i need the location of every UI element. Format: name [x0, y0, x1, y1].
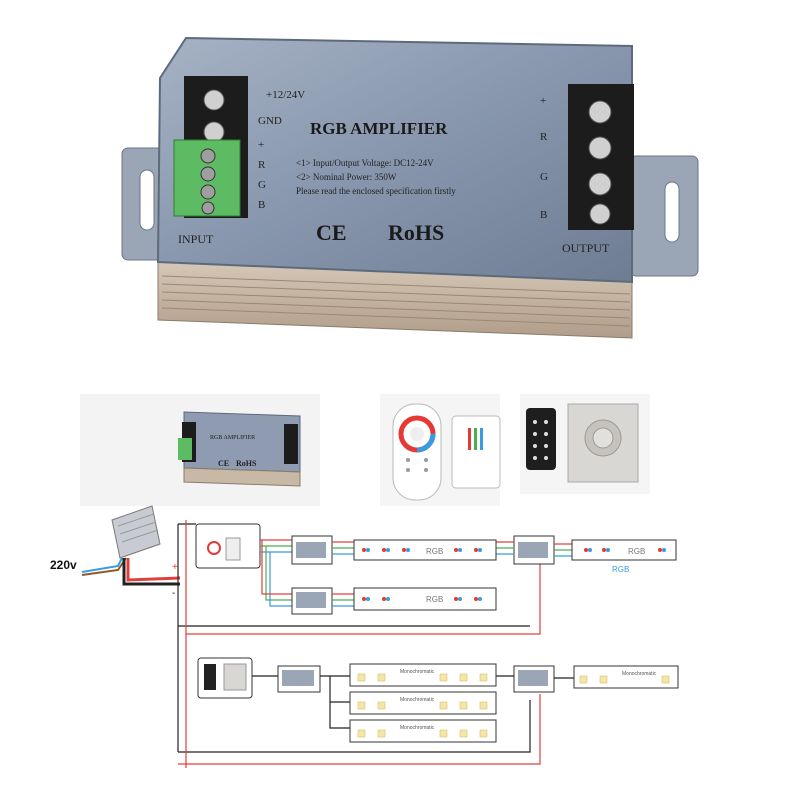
wiring-diagram: 220v + - RGB RGB RGB RG — [50, 505, 679, 768]
spec-line-3: Please read the enclosed specification f… — [296, 186, 456, 196]
rgb-strip-2 — [353, 587, 497, 611]
amplifier-thumbnail: RGB AMPLIFIER CE RoHS — [80, 394, 320, 506]
thumb-amp-rohs: RoHS — [236, 459, 257, 468]
output-label-r: R — [540, 131, 548, 143]
flange-slot-left — [139, 169, 155, 231]
thumbnail-strip: RGB AMPLIFIER CE RoHS — [80, 394, 650, 506]
flange-slot-right — [664, 181, 680, 243]
rohs-mark: RoHS — [388, 220, 444, 245]
rgb-strip-3 — [571, 539, 677, 561]
terminal-label-12-24v: +12/24V — [266, 89, 305, 101]
rgb-strip-3-label: RGB — [628, 547, 645, 556]
spec-line-1: <1> Input/Output Voltage: DC12-24V — [296, 158, 434, 168]
amplifier-photo: +12/24V GND + R G B RGB AMPLIFIER <1> In… — [121, 36, 699, 339]
terminal-label-b: B — [258, 199, 265, 211]
mono-strip-1-label: Monochromatic — [400, 669, 435, 675]
dimmer-remote-thumbnail — [520, 394, 650, 494]
spec-line-2: <2> Nominal Power: 350W — [296, 172, 397, 182]
thumb-amp-title: RGB AMPLIFIER — [210, 435, 255, 441]
thumb-amp-ce: CE — [218, 459, 229, 468]
case-top — [156, 36, 633, 284]
rgb-remote-thumbnail — [380, 394, 501, 506]
mono-strip-1 — [349, 663, 497, 687]
terminal-label-g: G — [258, 179, 266, 191]
mono-strip-3-label: Monochromatic — [400, 725, 435, 731]
rgb-strip-1 — [353, 539, 497, 561]
mono-strip-4-label: Monochromatic — [622, 671, 657, 677]
rgb-strip-2-label: RGB — [426, 595, 443, 604]
output-label-g: G — [540, 171, 548, 183]
rgb-strip-1-label: RGB — [426, 547, 443, 556]
psu-minus-label: - — [172, 588, 175, 599]
mono-strip-3 — [349, 719, 497, 743]
mono-led-dots — [357, 673, 670, 738]
output-label-plus: + — [540, 95, 546, 107]
input-label: INPUT — [178, 232, 214, 246]
terminal-label-plus: + — [258, 139, 264, 151]
power-supply — [111, 505, 161, 559]
rgb-strip-3-sublabel: RGB — [612, 565, 629, 574]
output-label: OUTPUT — [562, 241, 610, 255]
output-label-b: B — [540, 209, 547, 221]
psu-plus-label: + — [172, 562, 178, 573]
mono-strip-2-label: Monochromatic — [400, 697, 435, 703]
mains-voltage-label: 220v — [50, 558, 77, 572]
device-title: RGB AMPLIFIER — [310, 119, 448, 138]
ce-mark: CE — [316, 220, 347, 245]
terminal-label-r: R — [258, 159, 266, 171]
terminal-label-gnd: GND — [258, 115, 282, 127]
mono-strip-2 — [349, 691, 497, 715]
mounting-flange-right — [629, 155, 699, 277]
rgb-led-dots — [362, 548, 666, 601]
